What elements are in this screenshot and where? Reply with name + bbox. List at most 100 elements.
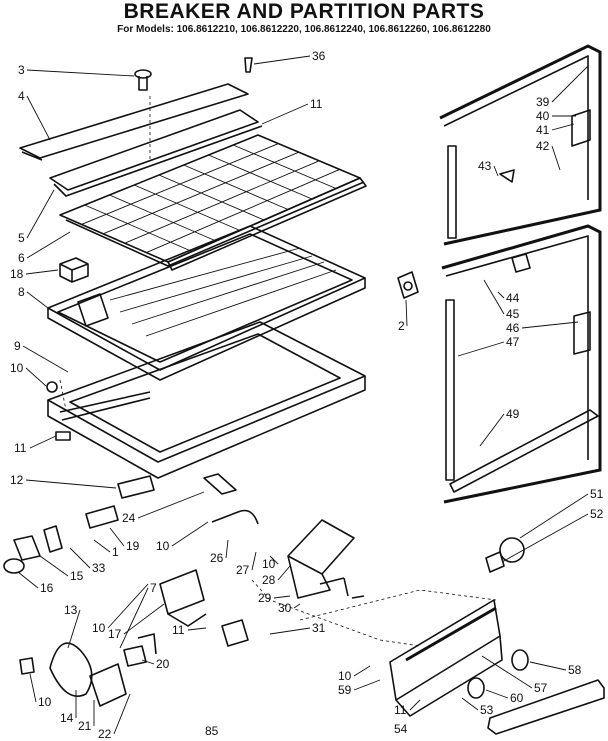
upper-door-liner [439,44,602,246]
toe-plate-53 [487,679,605,735]
callout-c13: 13 [64,603,78,617]
callout-c54: 54 [394,722,408,736]
leader-c4 [26,95,51,141]
leader-c10f [29,673,37,703]
callout-c58: 58 [568,663,582,677]
leader-c10b [171,521,209,547]
callout-c10b: 10 [156,539,170,553]
callout-c10a: 10 [10,361,24,375]
callout-c11b: 11 [14,441,27,455]
breaker-frame [49,109,263,197]
leader-c44 [497,291,505,299]
leader-c33 [69,547,91,569]
terminal-20 [123,633,157,667]
lower-door-liner [441,224,602,504]
callout-c52: 52 [590,507,604,521]
leader-c45 [483,279,505,315]
leader-c11c [187,627,207,631]
leader-c10a [25,367,47,387]
callout-c15: 15 [70,569,84,583]
top-trim-strip [19,83,249,161]
leader-c12 [25,479,117,489]
callout-c16: 16 [40,581,54,595]
fastener-11b [55,431,71,441]
callout-c26: 26 [210,551,224,565]
leader-c47 [457,341,505,357]
leader-c11d [409,699,421,711]
leader-c27 [251,551,257,571]
leader-c16 [17,571,39,589]
wire-10b [211,509,259,525]
leader-c39 [551,65,589,103]
leader-c58 [529,661,567,671]
model-list: For Models: 106.8612210, 106.8612220, 10… [117,24,491,35]
callout-c33: 33 [92,561,106,575]
leader-c31 [269,627,311,635]
callout-c22: 22 [98,727,112,741]
callout-c40: 40 [536,109,550,123]
leader-c51 [519,493,589,539]
leader-c22 [113,693,131,735]
thermostat-12 [117,475,155,499]
damper-60 [467,677,485,699]
callout-c14: 14 [60,711,74,725]
callout-c4: 4 [18,89,25,103]
leader-c8 [26,291,49,309]
leader-c1 [93,539,111,553]
callout-c11c: 11 [172,623,185,637]
leader-c24 [137,491,205,519]
callout-c29: 29 [258,591,272,605]
callout-c5: 5 [18,231,25,245]
leader-c19 [109,527,125,547]
leader-c59 [353,679,381,691]
bracket-2 [397,271,419,299]
callout-c27: 27 [236,563,250,577]
callout-c57: 57 [534,681,548,695]
callout-c17: 17 [108,627,122,641]
callout-c43: 43 [478,159,492,173]
leader-c6 [26,231,71,259]
bracket-17 [159,569,207,627]
leader-c29 [273,595,291,599]
callout-c60: 60 [510,691,524,705]
callout-c20: 20 [156,657,170,671]
callout-c46: 46 [506,321,520,335]
callout-c49: 49 [506,407,520,421]
callout-c2: 2 [398,319,405,333]
leader-c18 [25,269,59,275]
leader-c53 [461,697,479,711]
callout-c28: 28 [262,573,276,587]
callout-c11a: 11 [310,97,323,111]
callout-c10f: 10 [38,695,52,709]
leader-c10d [107,583,149,629]
bezel-16 [3,558,25,574]
leader-c26 [225,539,229,559]
harness-13 [49,642,127,707]
leader-c2 [405,299,408,327]
callout-c21: 21 [78,719,92,733]
leader-c49 [479,413,505,447]
callout-c1: 1 [112,545,119,559]
callout-c47: 47 [506,335,520,349]
connector-31 [221,619,249,647]
leader-c43 [493,165,499,177]
leader-c36 [253,55,311,65]
damper-58 [511,649,529,671]
leader-c57 [481,655,533,689]
leader-c11b [29,435,57,449]
callout-c24: 24 [122,511,136,525]
callout-c59: 59 [338,683,352,697]
callout-c6: 6 [18,251,25,265]
callout-c53: 53 [480,703,494,717]
leader-c30 [293,603,301,609]
leader-c20 [141,659,155,665]
leader-c9 [22,345,69,373]
callout-c45: 45 [506,307,520,321]
leader-c5 [26,189,55,239]
callout-c12: 12 [10,473,24,487]
callout-leaders [17,55,589,735]
callout-c7: 7 [150,581,157,595]
assembly-guides [59,96,497,647]
screw-3 [134,69,152,91]
